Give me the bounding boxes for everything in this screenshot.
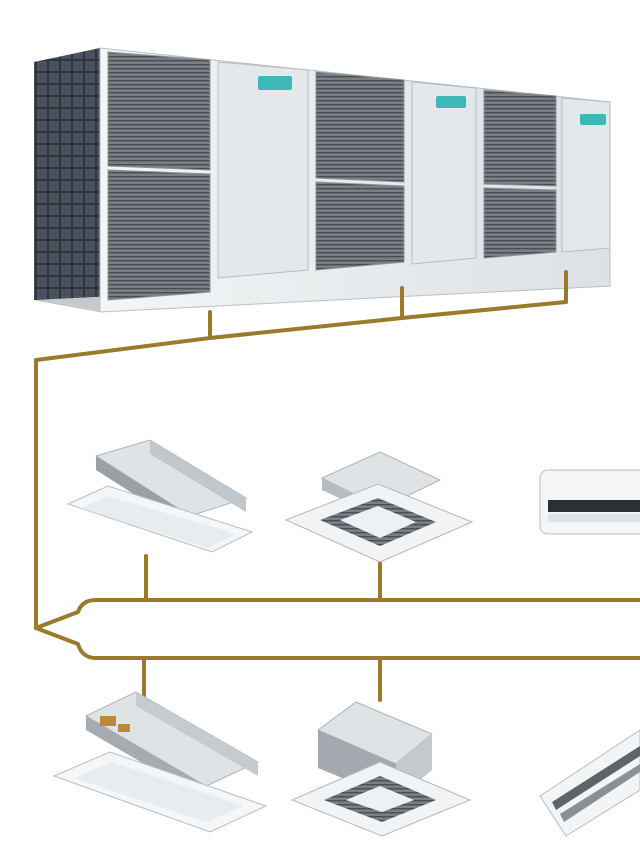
refrigerant-piping (34, 270, 640, 702)
pipe-split-top (34, 598, 640, 630)
module-2-logo-badge (436, 96, 466, 108)
outdoor-module-3 (483, 89, 611, 259)
indoor-compact-cassette (290, 701, 472, 837)
outdoor-unit (34, 47, 611, 313)
indoor-concealed-duct-unit (66, 439, 254, 553)
indoor-ceiling-floor-unit (539, 729, 640, 837)
pipe-outdoor-header (34, 300, 568, 362)
module-1-logo-badge (258, 76, 292, 90)
indoor-four-way-cassette (284, 451, 474, 563)
outdoor-module-1 (107, 51, 309, 301)
pipe-split-bottom (34, 626, 640, 660)
indoor-wall-mounted-unit (539, 469, 640, 535)
outdoor-module-2 (315, 71, 477, 271)
indoor-one-way-cassette (52, 691, 268, 833)
copper-connector-2 (118, 724, 130, 732)
module-3-logo-badge (580, 114, 606, 125)
outdoor-side-coil (34, 48, 100, 312)
copper-connector (100, 716, 116, 726)
